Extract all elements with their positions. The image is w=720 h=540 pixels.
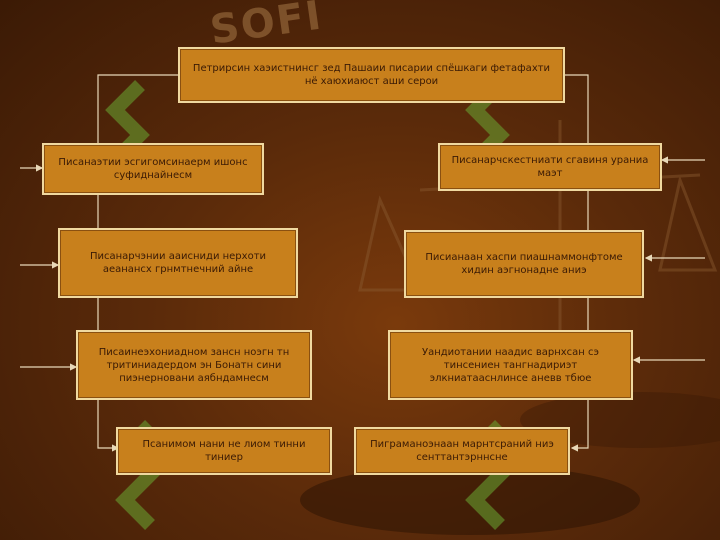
right-box-1: Писанарчскестниати сгавиня ураниа маэт	[438, 143, 662, 191]
right-box-3: Уандиотании наадис варнхсан сэ тинсениен…	[388, 330, 633, 400]
title-box: Петрирсин хаэистнинсг зед Пашаии писарии…	[178, 47, 565, 103]
left-box-1: Писанаэтии эсгигомсинаерм ишонс суфиднай…	[42, 143, 264, 195]
right-box-4: Пиграманоэнаан марнтсраний ниэ сенттантэ…	[354, 427, 570, 475]
left-box-2: Писанарчэнии ааисниди нерхоти аеанансх г…	[58, 228, 298, 298]
left-box-4: Псанимом нани не лиом тинни тиниер	[116, 427, 332, 475]
right-box-2: Писианаан хаспи пиашнаммонфтоме хидин аэ…	[404, 230, 644, 298]
left-box-3: Писаинеэхониадном зансн ноэгн тн тритини…	[76, 330, 312, 400]
